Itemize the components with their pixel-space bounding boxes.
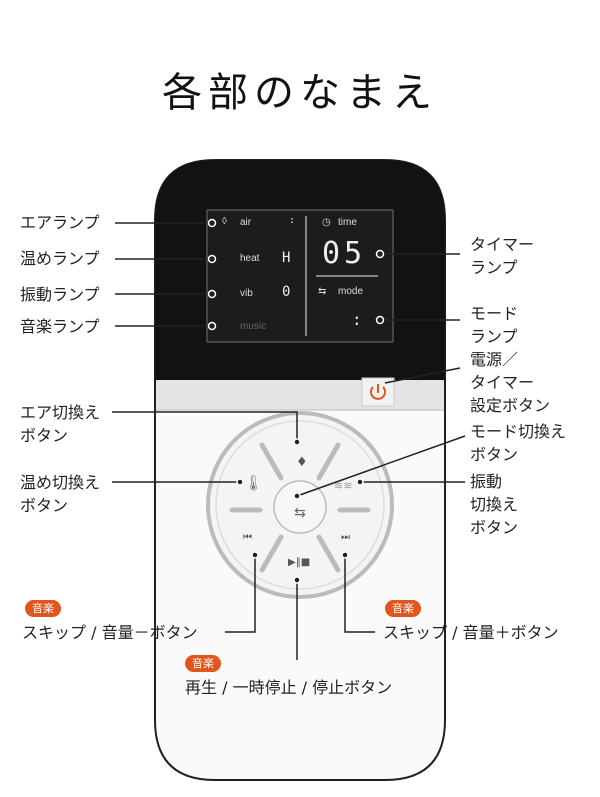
label-line: 温め切換え	[20, 473, 101, 492]
air-lamp-icon: ◊	[222, 216, 227, 227]
label-line: モード切換え	[470, 422, 567, 441]
label-play: 再生 / 一時停止 / 停止ボタン	[185, 678, 393, 697]
label-mode-switch: モード切換え ボタン	[470, 420, 566, 466]
label-mode-lamp: モード ランプ	[470, 302, 518, 348]
skip-prev-icon: ⏮	[243, 532, 252, 543]
label-line: 振動	[470, 472, 503, 491]
label-air-switch: エア切換え ボタン	[20, 401, 100, 447]
lcd-vib: vib	[240, 288, 253, 299]
lcd-heat-digit: H	[282, 250, 291, 266]
label-line: ランプ	[470, 258, 518, 277]
silver-band	[156, 380, 444, 410]
music-badge: 音楽	[185, 655, 221, 672]
label-skip-next: スキップ / 音量＋ボタン	[383, 623, 559, 642]
label-line: タイマー	[470, 373, 535, 392]
label-line: 電源／	[470, 350, 519, 369]
label-skip-prev: スキップ / 音量－ボタン	[22, 623, 198, 642]
label-line: ボタン	[470, 518, 519, 537]
lcd-music: music	[240, 321, 267, 332]
mode-icon: ⇆	[294, 505, 306, 521]
label-heat-switch: 温め切換え ボタン	[20, 471, 100, 517]
music-badge: 音楽	[25, 600, 61, 617]
clock-icon: ◷	[322, 217, 331, 228]
lcd-mode: mode	[338, 286, 364, 297]
label-line: 設定ボタン	[470, 396, 551, 415]
lcd-vib-digit: 0	[282, 284, 291, 300]
lcd-mode-digit: :	[352, 310, 362, 329]
label-music-lamp: 音楽ランプ	[20, 317, 100, 336]
skip-next-icon: ⏭	[341, 532, 350, 543]
label-line: モード	[470, 304, 519, 323]
label-line: エア切換え	[20, 403, 101, 422]
lcd-time: time	[338, 217, 357, 228]
vibration-icon: ≋≋	[334, 479, 352, 492]
label-line: 切換え	[470, 495, 519, 514]
label-line: ボタン	[470, 445, 519, 464]
label-vib-switch: 振動 切換え ボタン	[470, 470, 518, 539]
lcd-air-digit: :	[289, 215, 296, 226]
mode-switch-button	[273, 480, 327, 534]
label-heat-lamp: 温めランプ	[20, 249, 100, 268]
power-icon	[370, 384, 386, 400]
label-vib-lamp: 振動ランプ	[20, 285, 100, 304]
mode-lamp-icon: ⇆	[318, 286, 327, 297]
label-line: タイマー	[470, 235, 535, 254]
label-power: 電源／ タイマー 設定ボタン	[470, 348, 550, 417]
label-line: ボタン	[20, 426, 69, 445]
lcd-air: air	[240, 217, 252, 228]
lcd-heat: heat	[240, 253, 260, 264]
leader-lines	[112, 222, 466, 660]
label-line: ランプ	[470, 327, 518, 346]
music-badge: 音楽	[385, 600, 421, 617]
page-title: 各部のなまえ	[162, 70, 438, 116]
label-line: ボタン	[20, 496, 69, 515]
thermometer-icon: 🌡	[244, 474, 263, 492]
label-air-lamp: エアランプ	[20, 213, 100, 232]
air-switch-icon: ♦	[296, 455, 308, 470]
play-pause-icon: ▶‖■	[288, 557, 310, 568]
lcd-timer-value: 05	[322, 236, 367, 271]
label-timer-lamp: タイマー ランプ	[470, 233, 534, 279]
